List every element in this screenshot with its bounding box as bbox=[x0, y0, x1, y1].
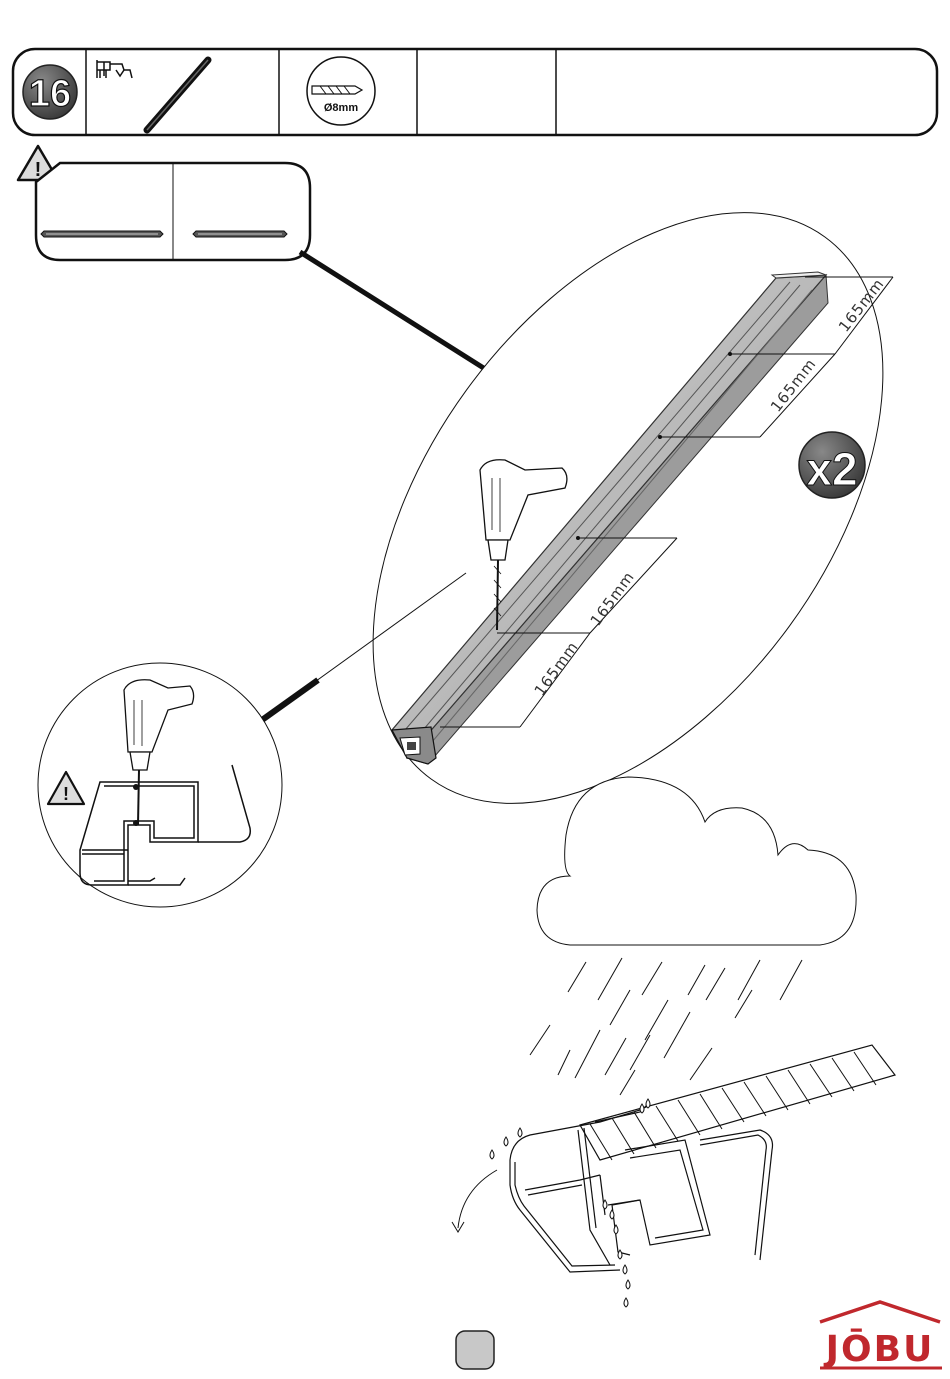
rail-comparison-panel bbox=[36, 163, 310, 260]
step-number-badge: 16 bbox=[23, 65, 77, 119]
rail-short bbox=[193, 231, 287, 237]
svg-text:!: ! bbox=[63, 784, 69, 804]
drill-bit-icon: Ø8mm bbox=[307, 57, 375, 125]
drilling-detail: ! bbox=[38, 663, 282, 907]
cloud-icon bbox=[537, 777, 856, 945]
brand-name: JŌBU bbox=[823, 1328, 935, 1370]
rain-icon bbox=[530, 958, 802, 1095]
drainage-detail bbox=[510, 1045, 895, 1272]
rail-long bbox=[41, 231, 163, 237]
drill-size: Ø8mm bbox=[324, 102, 358, 114]
quantity-label: x2 bbox=[806, 443, 857, 495]
jobu-logo: JŌBU bbox=[820, 1302, 942, 1370]
page-number-badge bbox=[456, 1331, 494, 1369]
step-number: 16 bbox=[29, 73, 71, 115]
flow-arrow bbox=[452, 1170, 497, 1232]
quantity-badge: x2 bbox=[799, 432, 865, 498]
